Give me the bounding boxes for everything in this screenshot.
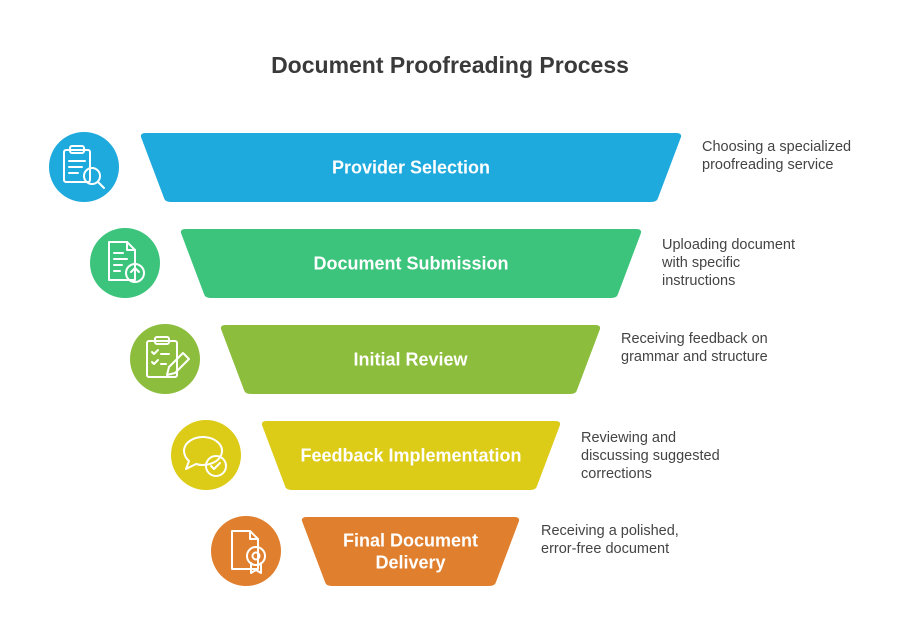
stage-description: Choosing a specialized proofreading servi… (702, 138, 892, 174)
stage-label: Initial Review (353, 350, 468, 370)
clipboard-edit-icon (130, 324, 200, 394)
stage-label: Document Submission (313, 254, 508, 274)
description-line: with specific (662, 255, 741, 271)
description-line: Reviewing and (581, 430, 677, 446)
funnel-band (180, 229, 642, 298)
document-upload-icon (90, 228, 160, 298)
description-line: Choosing a specialized (702, 139, 852, 155)
certified-document-icon (211, 516, 281, 586)
funnel-band (140, 133, 682, 202)
description-line: Receiving a polished, (541, 523, 679, 539)
funnel-band (220, 325, 601, 394)
stage-provider-selection: Provider Selection (49, 132, 682, 202)
description-line: corrections (581, 466, 652, 482)
chat-check-icon (171, 420, 241, 490)
stage-feedback-implementation: Feedback Implementation (171, 420, 561, 490)
description-line: proofreading service (702, 157, 834, 173)
stage-document-submission: Document Submission (90, 228, 642, 298)
stage-label: Final Document (343, 531, 478, 551)
description-line: grammar and structure (621, 349, 768, 365)
description-line: discussing suggested (581, 448, 720, 464)
stage-description: Receiving a polished, error-free document (541, 522, 731, 558)
stage-description: Reviewing and discussing suggested correct… (581, 429, 771, 483)
stage-initial-review: Initial Review (130, 324, 601, 394)
clipboard-search-icon (49, 132, 119, 202)
stage-label: Feedback Implementation (300, 446, 521, 466)
stage-label: Delivery (375, 553, 445, 573)
description-line: error-free document (541, 541, 670, 557)
description-line: instructions (662, 273, 736, 289)
funnel-band (301, 517, 520, 586)
stage-label: Provider Selection (332, 158, 490, 178)
description-line: Receiving feedback on (621, 331, 768, 347)
stage-description: Receiving feedback on grammar and structu… (621, 330, 811, 366)
page-title: Document Proofreading Process (271, 52, 629, 78)
stage-description: Uploading document with specific instructi… (662, 236, 852, 290)
description-line: Uploading document (662, 237, 796, 253)
funnel-band (261, 421, 561, 490)
